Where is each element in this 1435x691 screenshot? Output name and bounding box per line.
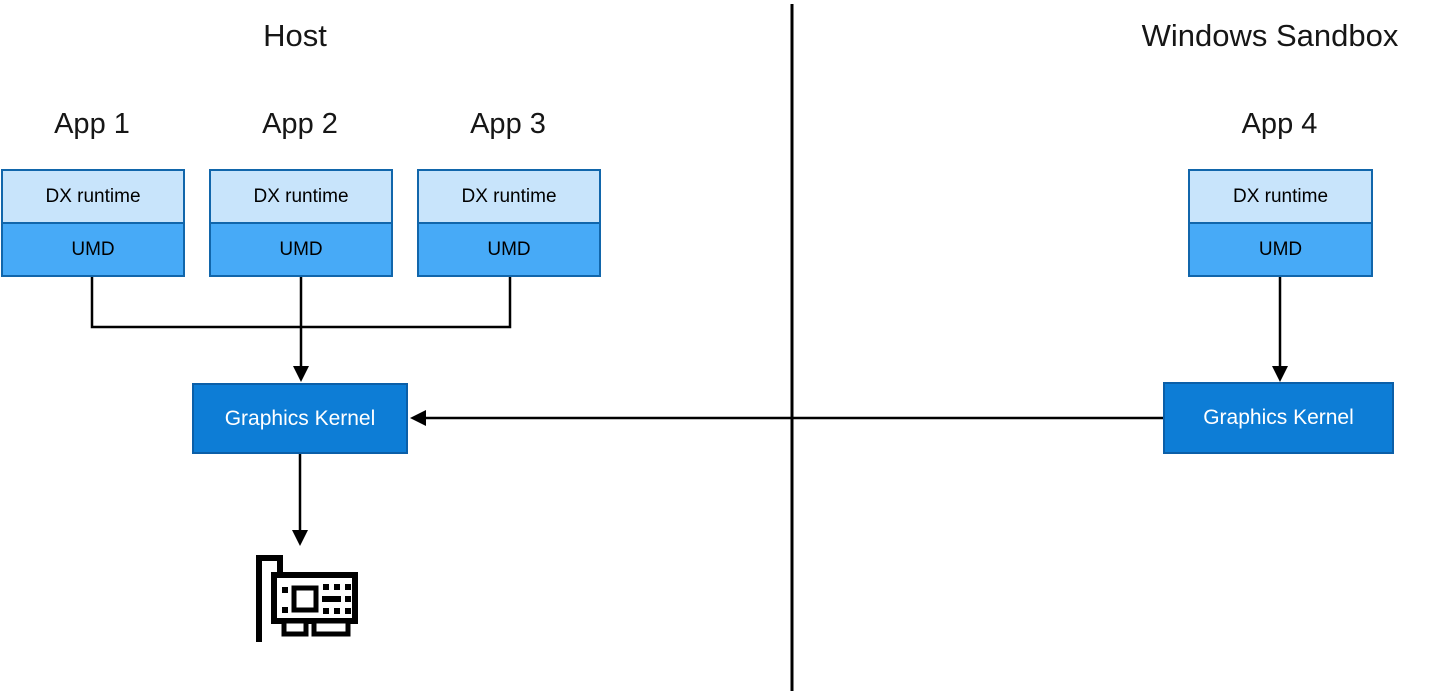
apps-to-kernel-arrowhead	[293, 366, 309, 382]
app3-dx-runtime-layer: DX runtime	[419, 171, 599, 224]
kernel-to-gpu-arrowhead	[292, 530, 308, 546]
sandbox-title: Windows Sandbox	[1141, 18, 1399, 53]
app4-umd-layer: UMD	[1190, 224, 1371, 275]
app3-box: DX runtime UMD	[417, 169, 601, 277]
app4-to-kernel-arrowhead	[1272, 366, 1288, 382]
sandbox-graphics-kernel-box: Graphics Kernel	[1163, 382, 1394, 454]
app1-box: DX runtime UMD	[1, 169, 185, 277]
app1-dx-runtime-layer: DX runtime	[3, 171, 183, 224]
app2-umd-layer: UMD	[211, 224, 391, 275]
app1-label: App 1	[54, 108, 130, 140]
app2-dx-runtime-layer: DX runtime	[211, 171, 391, 224]
app-bus-line	[90, 277, 512, 329]
host-title: Host	[263, 18, 327, 53]
host-graphics-kernel-box: Graphics Kernel	[192, 383, 408, 454]
app3-label: App 3	[470, 108, 546, 140]
gpu-card-icon	[256, 555, 358, 642]
app4-box: DX runtime UMD	[1188, 169, 1373, 277]
sandbox-to-host-kernel-arrowhead	[410, 410, 426, 426]
app1-umd-layer: UMD	[3, 224, 183, 275]
app2-label: App 2	[262, 108, 338, 140]
app2-box: DX runtime UMD	[209, 169, 393, 277]
app4-label: App 4	[1241, 108, 1318, 140]
app4-dx-runtime-layer: DX runtime	[1190, 171, 1371, 224]
app3-umd-layer: UMD	[419, 224, 599, 275]
